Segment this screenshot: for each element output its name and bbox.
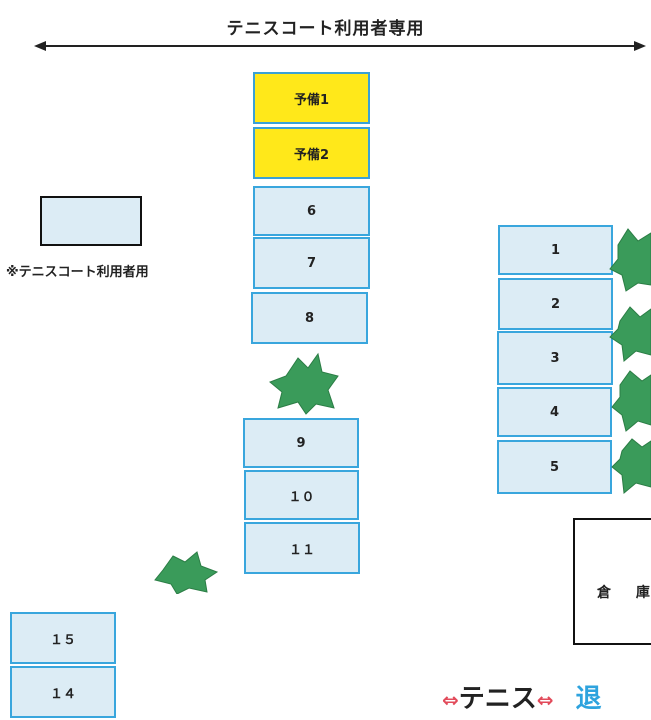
parking-space-reserve-2[interactable]: 予備2 <box>253 127 370 179</box>
parking-space-2[interactable]: 2 <box>498 278 613 330</box>
legend-swatch <box>40 196 142 246</box>
tennis-label: テニス <box>458 684 537 714</box>
parking-space-8[interactable]: 8 <box>251 292 368 344</box>
double-arrow-icon <box>34 41 646 51</box>
legend-label: ※テニスコート利用者用 <box>6 265 149 280</box>
double-arrow-icon: ⇔ <box>442 688 459 712</box>
storage-label: 倉 庫 <box>597 585 650 601</box>
parking-space-11[interactable]: １１ <box>244 522 360 574</box>
parking-space-5[interactable]: 5 <box>497 440 612 494</box>
storage-shed: 倉 庫 <box>573 518 651 645</box>
tree-icon <box>269 352 339 415</box>
route-label-cut: 退 <box>575 684 602 714</box>
parking-space-reserve-1[interactable]: 予備1 <box>253 72 370 124</box>
parking-space-3[interactable]: 3 <box>497 331 613 385</box>
parking-space-15[interactable]: １５ <box>10 612 116 664</box>
parking-space-10[interactable]: １０ <box>244 470 359 520</box>
tennis-route-label: ⇔テニス⇔ 退 <box>442 678 602 715</box>
parking-space-7[interactable]: 7 <box>253 237 370 289</box>
parking-space-14[interactable]: １４ <box>10 666 116 718</box>
page-title: テニスコート利用者専用 <box>226 19 425 39</box>
parking-space-4[interactable]: 4 <box>497 387 612 437</box>
parking-space-1[interactable]: 1 <box>498 225 613 275</box>
tree-row-icon <box>609 228 651 494</box>
tree-icon <box>154 551 219 594</box>
parking-space-6[interactable]: 6 <box>253 186 370 236</box>
parking-space-9[interactable]: 9 <box>243 418 359 468</box>
double-arrow-icon: ⇔ <box>536 688 554 712</box>
